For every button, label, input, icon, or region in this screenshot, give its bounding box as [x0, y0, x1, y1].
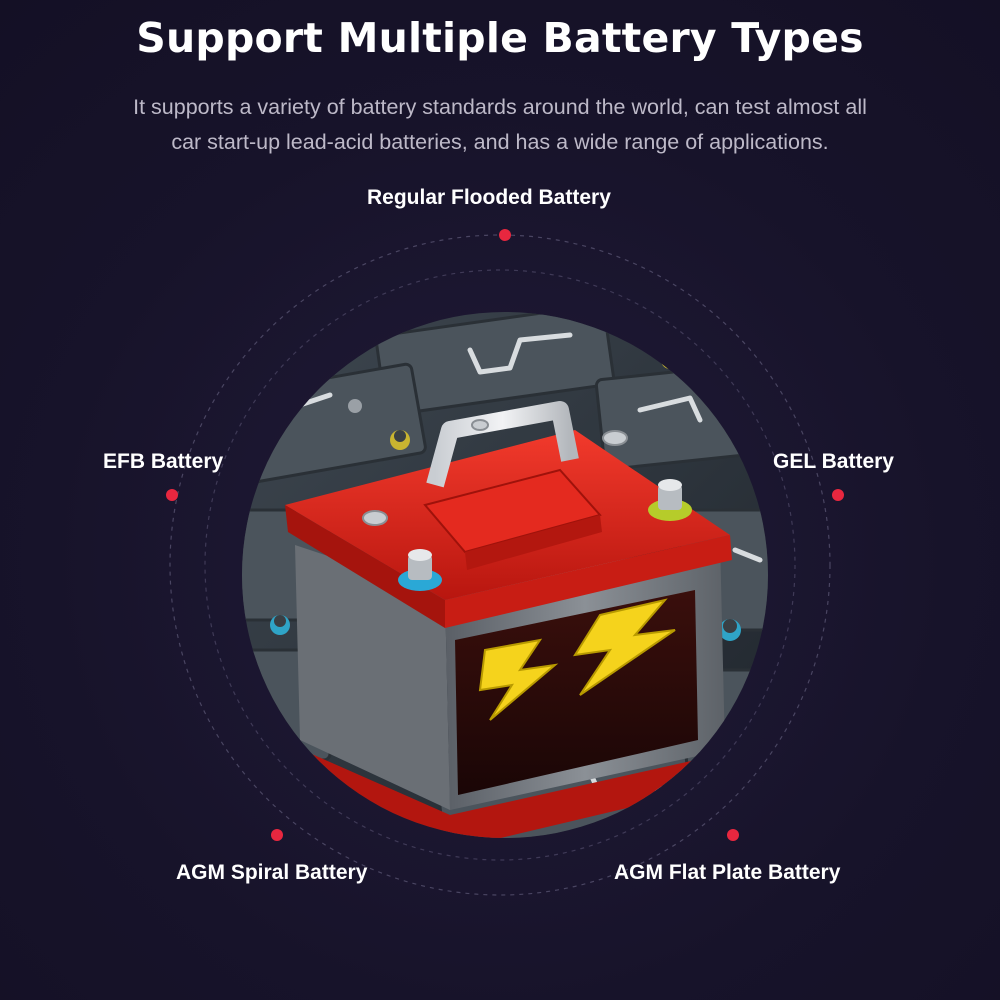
page-description: It supports a variety of battery standar… — [80, 90, 920, 160]
marker-dot-gel — [832, 489, 844, 501]
label-efb-battery: EFB Battery — [103, 450, 224, 473]
inner-ring — [204, 269, 796, 861]
description-line-2: car start-up lead-acid batteries, and ha… — [171, 130, 829, 154]
lightning-bolt-icon — [573, 598, 676, 696]
marker-dot-agm-spiral — [271, 829, 283, 841]
marker-dot-efb — [166, 489, 178, 501]
marker-dot-regular-flooded — [499, 229, 511, 241]
battery-illustration — [242, 312, 768, 838]
label-agm-spiral-battery: AGM Spiral Battery — [176, 861, 368, 884]
outer-ring — [169, 234, 831, 896]
page-title: Support Multiple Battery Types — [136, 14, 864, 62]
label-regular-flooded-battery: Regular Flooded Battery — [367, 186, 611, 209]
description-line-1: It supports a variety of battery standar… — [133, 95, 867, 119]
marker-dot-agm-flat-plate — [727, 829, 739, 841]
label-agm-flat-plate-battery: AGM Flat Plate Battery — [614, 861, 841, 884]
label-gel-battery: GEL Battery — [773, 450, 894, 473]
lightning-bolt-icon — [478, 638, 559, 721]
